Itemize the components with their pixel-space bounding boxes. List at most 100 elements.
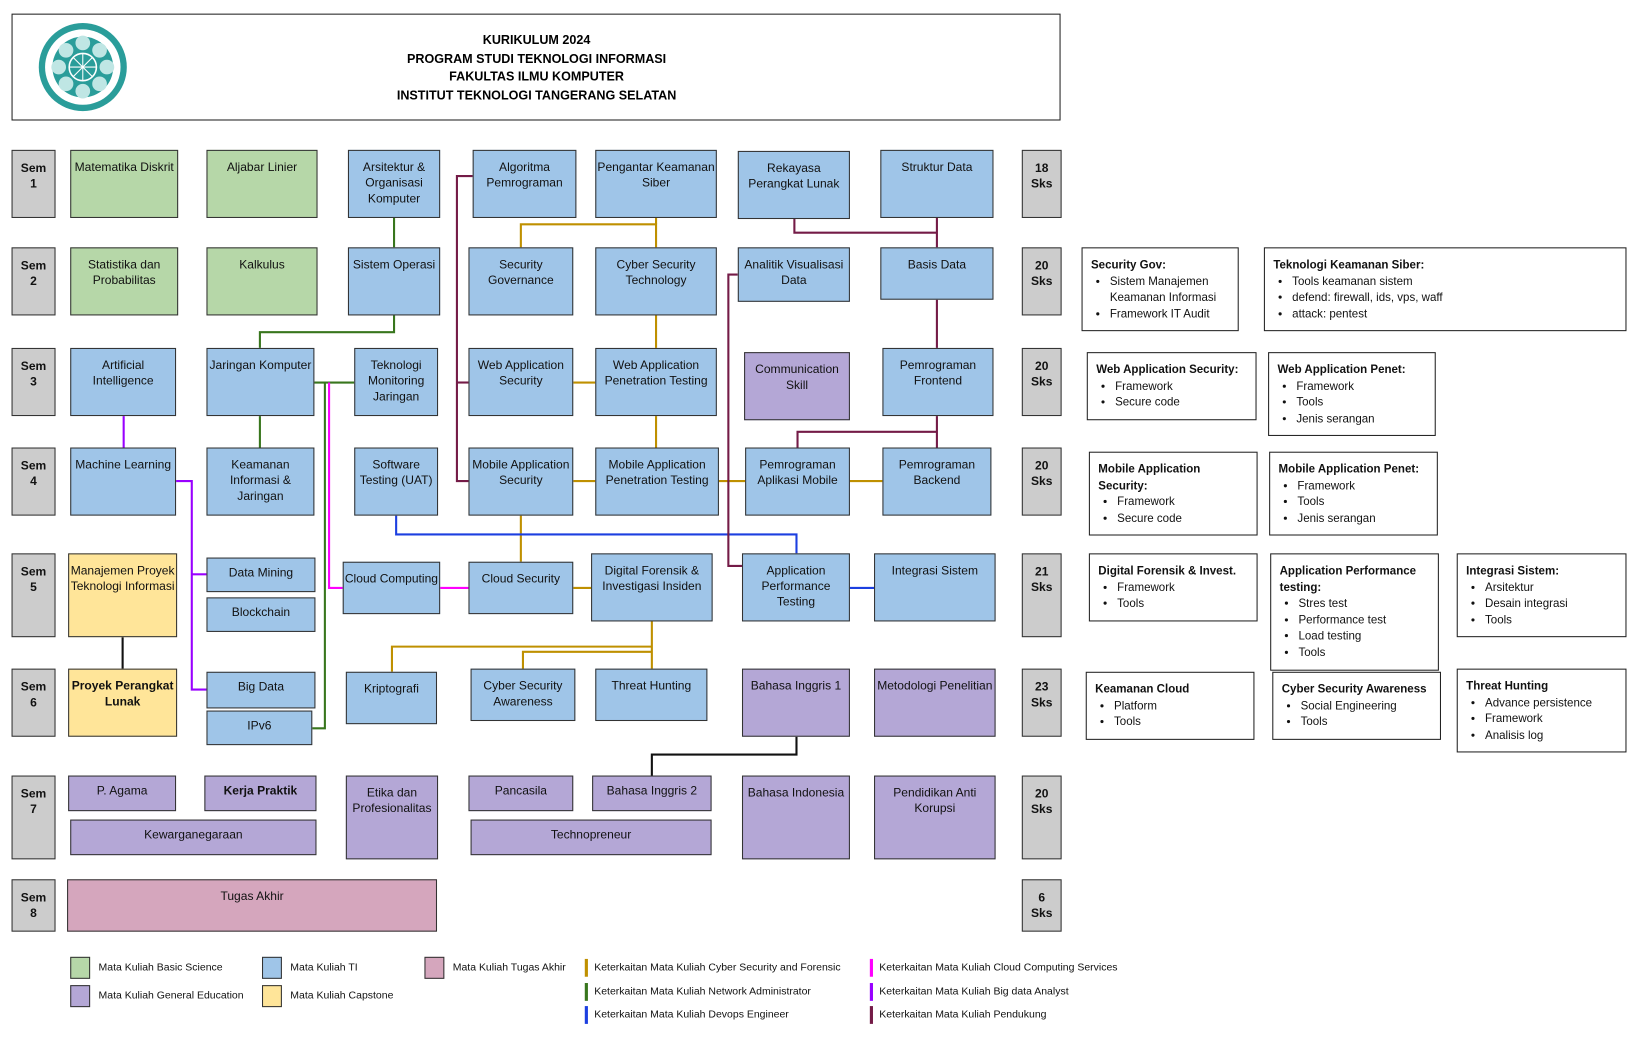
course-mobile-application-security[interactable]: Mobile Application Security	[468, 447, 574, 516]
note-title: Integrasi Sistem:	[1466, 564, 1560, 578]
course-etika-dan-profesionalitas[interactable]: Etika dan Profesionalitas	[345, 775, 439, 860]
course-cloud-security[interactable]: Cloud Security	[468, 561, 574, 615]
course-web-application-penetration-testing[interactable]: Web Application Penetration Testing	[595, 347, 717, 417]
course-bahasa-inggris-1[interactable]: Bahasa Inggris 1	[741, 668, 850, 737]
course-analitik-visualisasi-data[interactable]: Analitik Visualisasi Data	[737, 247, 850, 302]
course-teknologi-monitoring-jaringan[interactable]: Teknologi Monitoring Jaringan	[354, 347, 439, 417]
course-artificial-intelligence[interactable]: Artificial Intelligence	[70, 347, 177, 417]
note-item: Tools	[1298, 645, 1429, 661]
course-communication-skill[interactable]: Communication Skill	[744, 352, 850, 421]
legend-label: Keterkaitan Mata Kuliah Cyber Security a…	[594, 962, 841, 974]
note-item: Secure code	[1117, 511, 1248, 527]
connector-line	[793, 219, 937, 234]
note-teknologi-keamanan-siber: Teknologi Keamanan Siber: Tools keamanan …	[1263, 247, 1627, 332]
sks-total: 20 Sks	[1021, 775, 1062, 860]
course-threat-hunting[interactable]: Threat Hunting	[595, 668, 708, 722]
course-rekayasa-perangkat-lunak[interactable]: Rekayasa Perangkat Lunak	[737, 150, 850, 220]
note-item: Stres test	[1298, 596, 1429, 612]
course-software-testing-uat[interactable]: Software Testing (UAT)	[354, 447, 439, 516]
course-bahasa-indonesia[interactable]: Bahasa Indonesia	[741, 775, 850, 860]
course-blockchain[interactable]: Blockchain	[206, 597, 316, 632]
note-application-performance-testing: Application Performance testing:Stres te…	[1270, 553, 1439, 671]
note-mobile-application-penet: Mobile Application Penet:FrameworkToolsJ…	[1269, 451, 1438, 536]
course-jaringan-komputer[interactable]: Jaringan Komputer	[206, 347, 315, 417]
course-pancasila[interactable]: Pancasila	[468, 775, 574, 812]
title-line: PROGRAM STUDI TEKNOLOGI INFORMASI	[406, 50, 667, 66]
note-item: Tools	[1485, 613, 1617, 629]
course-security-governance[interactable]: Security Governance	[468, 247, 574, 316]
note-item: Framework	[1117, 580, 1248, 596]
connector-line	[796, 430, 937, 448]
course-integrasi-sistem[interactable]: Integrasi Sistem	[874, 553, 996, 622]
course-matematika-diskrit[interactable]: Matematika Diskrit	[70, 149, 179, 218]
course-aljabar-linier[interactable]: Aljabar Linier	[206, 149, 318, 218]
course-ipv6[interactable]: IPv6	[206, 710, 313, 746]
legend-item: Keterkaitan Mata Kuliah Devops Engineer	[584, 1006, 789, 1024]
connector-line	[176, 479, 207, 691]
note-web-application-security: Web Application Security:FrameworkSecure…	[1086, 352, 1257, 421]
semester-label: Sem 7	[11, 775, 56, 860]
legend-item: Keterkaitan Mata Kuliah Cyber Security a…	[584, 958, 841, 977]
course-big-data[interactable]: Big Data	[206, 671, 316, 709]
course-kewarganegaraan[interactable]: Kewarganegaraan	[70, 819, 317, 856]
note-title: Cyber Security Awareness	[1281, 683, 1427, 696]
course-kalkulus[interactable]: Kalkulus	[206, 247, 318, 316]
note-item: Framework	[1485, 712, 1617, 728]
course-arsitektur-organisasi-komputer[interactable]: Arsitektur & Organisasi Komputer	[347, 149, 441, 218]
course-metodologi-penelitian[interactable]: Metodologi Penelitian	[874, 668, 996, 737]
course-proyek-perangkat-lunak[interactable]: Proyek Perangkat Lunak	[68, 668, 178, 737]
note-title: Web Application Security:	[1096, 363, 1239, 377]
course-p-agama[interactable]: P. Agama	[68, 775, 177, 812]
course-pemrograman-aplikasi-mobile[interactable]: Pemrograman Aplikasi Mobile	[745, 447, 850, 516]
note-list: Sistem Manajemen Keamanan InformasiFrame…	[1091, 274, 1229, 323]
note-digital-forensik-invest: Digital Forensik & Invest.FrameworkTools	[1088, 553, 1258, 622]
course-cyber-security-technology[interactable]: Cyber Security Technology	[595, 247, 717, 316]
course-algoritma-pemrograman[interactable]: Algoritma Pemrograman	[472, 149, 577, 218]
course-sistem-operasi[interactable]: Sistem Operasi	[347, 247, 441, 316]
course-basis-data[interactable]: Basis Data	[880, 247, 994, 300]
semester-label: Sem 1	[11, 149, 56, 218]
legend-item: Keterkaitan Mata Kuliah Cloud Computing …	[869, 958, 1118, 977]
note-item: Desain integrasi	[1485, 596, 1617, 612]
sks-total: 21 Sks	[1021, 553, 1062, 638]
note-item: Performance test	[1298, 613, 1429, 629]
course-application-performance-testing[interactable]: Application Performance Testing	[741, 553, 850, 622]
note-title: Teknologi Keamanan Siber:	[1273, 258, 1425, 272]
course-cloud-computing[interactable]: Cloud Computing	[342, 561, 441, 615]
note-title: Threat Hunting	[1466, 680, 1549, 693]
note-item: Framework IT Audit	[1110, 307, 1229, 323]
note-item: Framework	[1115, 379, 1247, 395]
course-pendidikan-anti-korupsi[interactable]: Pendidikan Anti Korupsi	[874, 775, 996, 860]
legend-label: Keterkaitan Mata Kuliah Pendukung	[879, 1009, 1047, 1021]
course-struktur-data[interactable]: Struktur Data	[880, 149, 994, 218]
course-pengantar-keamanan-siber[interactable]: Pengantar Keamanan Siber	[595, 149, 717, 218]
note-item: Tools	[1117, 596, 1248, 612]
course-cyber-security-awareness[interactable]: Cyber Security Awareness	[470, 668, 576, 722]
course-tugas-akhir[interactable]: Tugas Akhir	[67, 879, 438, 932]
course-data-mining[interactable]: Data Mining	[206, 557, 316, 593]
course-keamanan-informasi-jaringan[interactable]: Keamanan Informasi & Jaringan	[206, 447, 315, 516]
note-list: FrameworkTools	[1098, 580, 1248, 612]
note-item: Jenis serangan	[1297, 511, 1428, 527]
semester-label: Sem 6	[11, 668, 56, 737]
connector-line	[521, 650, 652, 669]
course-manajemen-proyek-teknologi-informasi[interactable]: Manajemen Proyek Teknologi Informasi	[68, 553, 178, 638]
course-bahasa-inggris-2[interactable]: Bahasa Inggris 2	[592, 775, 712, 812]
course-kerja-praktik[interactable]: Kerja Praktik	[204, 775, 317, 812]
course-pemrograman-backend[interactable]: Pemrograman Backend	[882, 447, 992, 516]
course-web-application-security[interactable]: Web Application Security	[468, 347, 574, 417]
course-statistika-dan-probabilitas[interactable]: Statistika dan Probabilitas	[70, 247, 179, 316]
connector-line	[519, 223, 658, 248]
note-item: Platform	[1114, 698, 1245, 714]
note-item: attack: pentest	[1292, 307, 1617, 323]
legend-line-swatch	[584, 983, 588, 1001]
course-technopreneur[interactable]: Technopreneur	[470, 819, 712, 856]
course-pemrograman-frontend[interactable]: Pemrograman Frontend	[882, 347, 994, 417]
note-list: PlatformTools	[1095, 698, 1245, 730]
course-digital-forensik-investigasi-insiden[interactable]: Digital Forensik & Investigasi Insiden	[591, 553, 713, 622]
course-machine-learning[interactable]: Machine Learning	[70, 447, 177, 516]
course-mobile-application-penetration-testing[interactable]: Mobile Application Penetration Testing	[595, 447, 719, 516]
legend-item: Keterkaitan Mata Kuliah Big data Analyst	[869, 983, 1069, 1001]
course-kriptografi[interactable]: Kriptografi	[345, 671, 438, 725]
note-list: Tools keamanan sistemdefend: firewall, i…	[1273, 274, 1617, 323]
